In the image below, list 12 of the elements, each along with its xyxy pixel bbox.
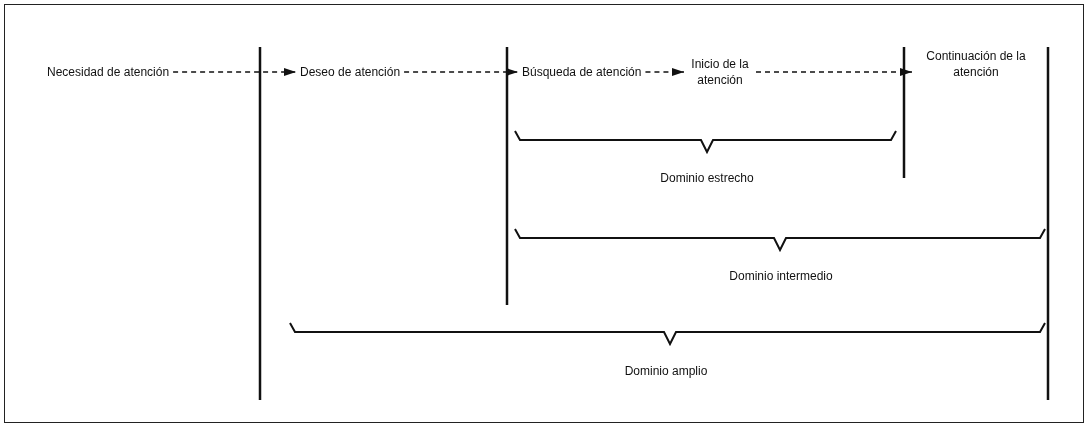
dashed-arrow (644, 68, 685, 76)
domain-label: Dominio estrecho (660, 171, 754, 185)
domain-label: Dominio amplio (624, 364, 708, 378)
stage-label: Necesidad de atención (47, 64, 170, 80)
dashed-arrow (403, 68, 519, 76)
dashed-arrow (172, 68, 297, 76)
domain-label: Dominio intermedio (729, 269, 833, 283)
dashed-arrow (755, 68, 913, 76)
stage-label: Continuación de la atención (916, 48, 1036, 80)
stage-label: Deseo de atención (300, 64, 401, 80)
stage-label: Búsqueda de atención (522, 64, 642, 80)
stage-label: Inicio de la atención (688, 56, 752, 88)
